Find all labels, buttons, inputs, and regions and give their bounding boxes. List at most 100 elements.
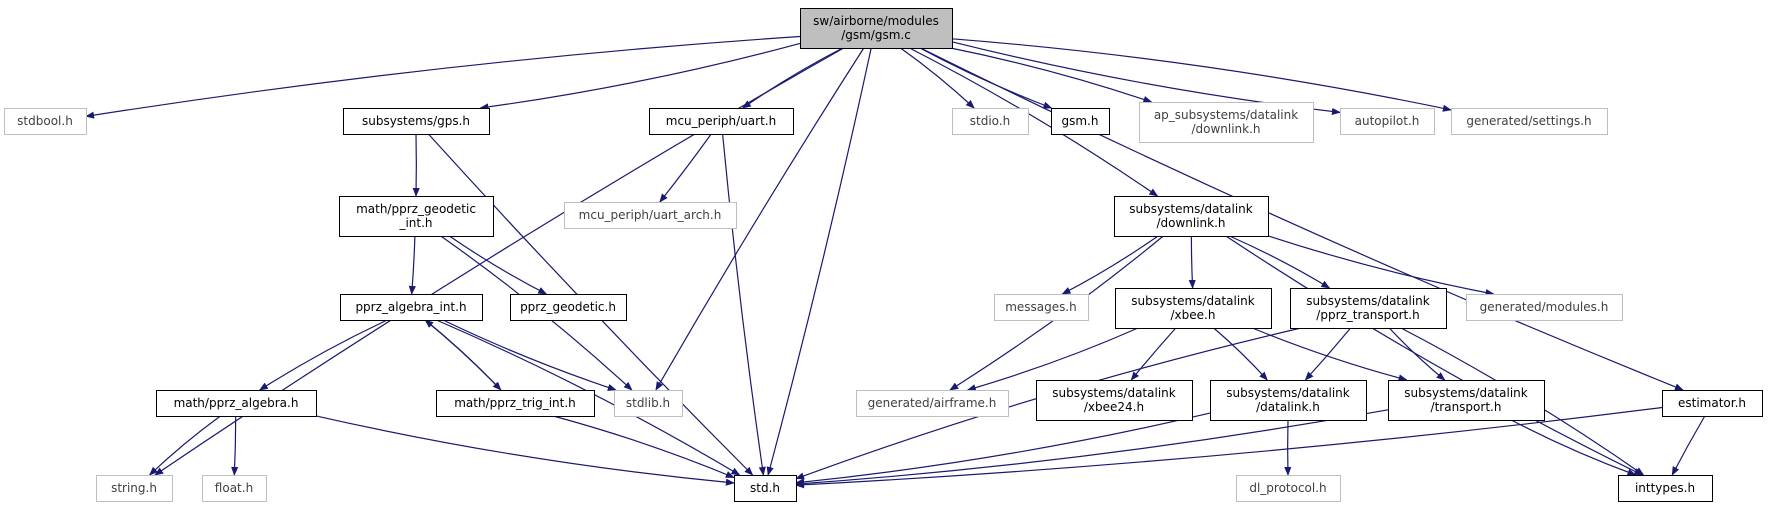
header-node[interactable]: subsystems/gps.h (343, 108, 490, 135)
include-edge (655, 47, 865, 391)
include-edge (449, 235, 548, 295)
node-label: generated/airframe.h (868, 396, 997, 410)
node-label: /xbee24.h (1084, 400, 1144, 414)
node-box (436, 390, 595, 417)
node-box (994, 294, 1089, 321)
include-edge (442, 319, 617, 391)
include-edge (1267, 235, 1495, 297)
node-label: std.h (750, 481, 780, 495)
header-node[interactable]: subsystems/datalink/xbee24.h (1036, 380, 1193, 421)
include-edge (479, 42, 801, 111)
node-label: gsm.h (1062, 114, 1099, 128)
include-edge (231, 415, 239, 476)
include-edge (951, 38, 1452, 112)
include-edge (966, 327, 1139, 392)
node-box (1340, 108, 1435, 135)
header-node[interactable]: inttypes.h (1618, 475, 1713, 502)
node-label: messages.h (1005, 300, 1077, 314)
node-box (952, 108, 1029, 135)
node-box (510, 294, 627, 321)
header-node[interactable]: estimator.h (1662, 390, 1763, 417)
include-edge (950, 47, 1153, 103)
node-label: subsystems/gps.h (362, 114, 470, 128)
include-edge (795, 409, 1389, 488)
node-box (614, 390, 683, 417)
include-edge (795, 412, 1211, 486)
node-box (1114, 196, 1269, 237)
include-edge (659, 133, 712, 203)
node-label: stdlib.h (626, 396, 670, 410)
node-label: inttypes.h (1635, 481, 1695, 495)
node-label: pprz_algebra_int.h (355, 300, 466, 314)
include-edge (1252, 327, 1408, 382)
include-edge (795, 406, 1663, 489)
node-label: /gsm/gsm.c (841, 28, 911, 42)
node-label: _int.h (398, 216, 432, 230)
node-box (649, 108, 794, 135)
node-box (800, 8, 953, 49)
header-node[interactable]: subsystems/datalink/transport.h (1388, 380, 1545, 421)
header-node[interactable]: pprz_geodetic.h (510, 294, 627, 321)
include-edge (1671, 415, 1706, 476)
include-edge (553, 415, 735, 479)
header-node: string.h (96, 475, 173, 502)
node-label: math/pprz_trig_int.h (454, 396, 576, 410)
header-node: dl_protocol.h (1236, 475, 1341, 502)
node-label: ap_subsystems/datalink (1154, 108, 1298, 122)
header-node[interactable]: subsystems/datalink/pprz_transport.h (1290, 288, 1447, 329)
header-node[interactable]: subsystems/datalink/datalink.h (1210, 380, 1367, 421)
header-node[interactable]: math/pprz_algebra.h (156, 390, 317, 417)
node-box (1290, 288, 1447, 329)
header-node: generated/modules.h (1466, 294, 1623, 321)
header-node[interactable]: mcu_periph/uart.h (649, 108, 794, 135)
header-node: stdlib.h (614, 390, 683, 417)
node-box (1236, 475, 1341, 502)
node-label: math/pprz_geodetic (356, 202, 476, 216)
header-node[interactable]: subsystems/datalink/xbee.h (1115, 288, 1272, 329)
include-edge (1304, 327, 1352, 381)
node-box (340, 294, 483, 321)
node-label: /downlink.h (1191, 122, 1260, 136)
node-box (1388, 380, 1545, 421)
header-node[interactable]: math/pprz_trig_int.h (436, 390, 595, 417)
include-edge (766, 47, 872, 476)
node-label: generated/settings.h (1466, 114, 1591, 128)
node-box (343, 108, 490, 135)
node-label: string.h (111, 481, 157, 495)
node-label: autopilot.h (1355, 114, 1420, 128)
header-node: stdbool.h (4, 108, 87, 135)
include-edge (1388, 327, 1446, 381)
node-box (1662, 390, 1763, 417)
header-node: mcu_periph/uart_arch.h (564, 202, 737, 229)
header-node: autopilot.h (1340, 108, 1435, 135)
header-node[interactable]: std.h (734, 475, 797, 502)
node-label: dl_protocol.h (1249, 481, 1326, 495)
include-edge (1213, 327, 1268, 381)
node-label: /datalink.h (1256, 400, 1320, 414)
header-node[interactable]: gsm.h (1051, 108, 1110, 135)
node-label: pprz_geodetic.h (520, 300, 616, 314)
include-edge (920, 47, 1684, 391)
include-edge (424, 319, 502, 391)
node-box (1115, 288, 1272, 329)
include-edge (1188, 235, 1196, 289)
header-node[interactable]: subsystems/datalink/downlink.h (1114, 196, 1269, 237)
header-node: generated/airframe.h (856, 390, 1009, 417)
include-edge (741, 47, 843, 109)
node-label: /transport.h (1431, 400, 1502, 414)
include-edge (1510, 419, 1637, 476)
node-box (1618, 475, 1713, 502)
node-box (339, 196, 494, 237)
include-edge (1229, 235, 1331, 289)
include-edge (1225, 235, 1644, 476)
include-edge (258, 319, 388, 391)
header-node[interactable]: math/pprz_geodetic_int.h (339, 196, 494, 237)
node-box (96, 475, 173, 502)
node-label: subsystems/datalink (1131, 294, 1254, 308)
node-label: mcu_periph/uart_arch.h (579, 208, 722, 222)
root-file-node[interactable]: sw/airborne/modules/gsm/gsm.c (800, 8, 953, 49)
node-box (564, 202, 737, 229)
header-node[interactable]: pprz_algebra_int.h (340, 294, 483, 321)
node-box (1051, 108, 1110, 135)
